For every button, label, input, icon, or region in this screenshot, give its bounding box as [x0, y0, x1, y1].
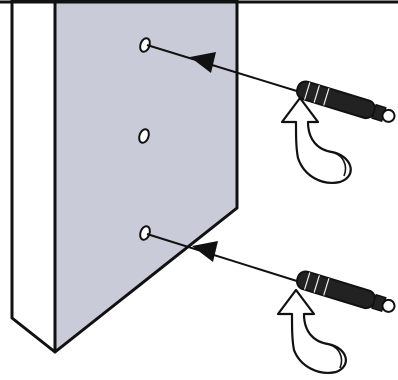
panel-front-face [53, 0, 239, 354]
curved-push-arrow-icon [276, 288, 347, 374]
panel [0, 0, 398, 354]
insertion-arrowhead [190, 52, 216, 73]
insertion-line [146, 44, 301, 93]
hole-icon [138, 128, 150, 144]
insertion-arrowhead [192, 241, 218, 262]
cam-dowel-icon [295, 80, 396, 123]
curved-push-arrow-icon [280, 96, 352, 184]
upper-insertion-guide [146, 44, 396, 184]
insertion-line [146, 233, 301, 283]
lower-insertion-guide [146, 233, 396, 374]
cam-dowel-icon [295, 270, 396, 313]
panel-side-face [10, 0, 57, 354]
